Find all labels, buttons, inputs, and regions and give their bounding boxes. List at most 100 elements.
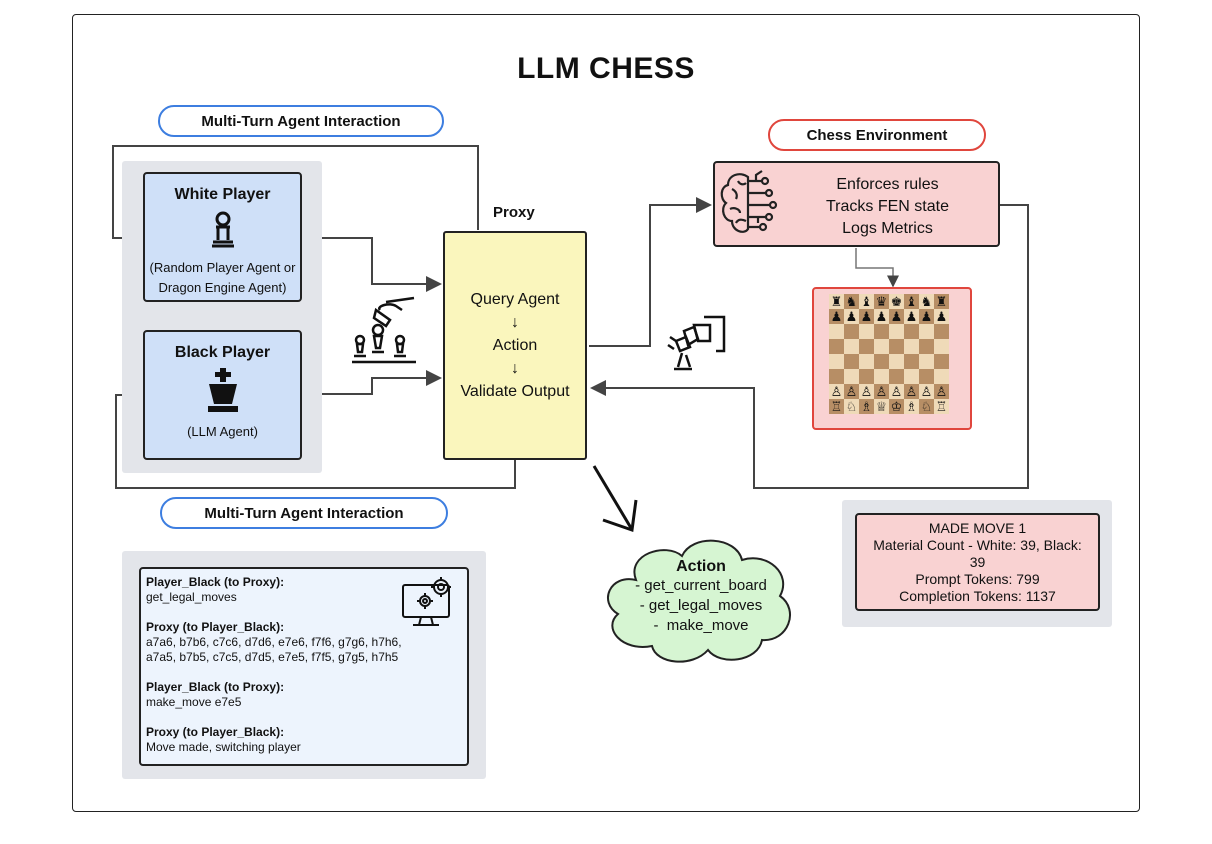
board-square: ♛ (874, 294, 889, 309)
action-get-current-board: - get_current_board (635, 577, 767, 594)
board-square: ♙ (859, 384, 874, 399)
env-to-proxy-connector (590, 204, 1029, 489)
board-square (934, 369, 949, 384)
log-entry: Player_Black (to Proxy):get_legal_moves (146, 575, 467, 605)
black-player-box: Black Player (LLM Agent) (143, 330, 302, 460)
multi-turn-label-top: Multi-Turn Agent Interaction (158, 105, 444, 137)
white-to-proxy-connector (302, 237, 442, 292)
board-square (919, 354, 934, 369)
multi-turn-label-bottom-text: Multi-Turn Agent Interaction (204, 504, 404, 522)
metrics-box: MADE MOVE 1 Material Count - White: 39, … (855, 513, 1100, 611)
board-square: ♖ (934, 399, 949, 414)
log-message-line: make_move e7e5 (146, 695, 242, 709)
board-square: ♗ (904, 399, 919, 414)
proxy-to-env-connector (589, 197, 712, 347)
board-square: ♔ (889, 399, 904, 414)
board-square: ♟ (934, 309, 949, 324)
log-entry: Player_Black (to Proxy):make_move e7e5 (146, 680, 467, 710)
brain-circuit-icon (718, 167, 780, 243)
board-square: ♘ (919, 399, 934, 414)
board-square (934, 324, 949, 339)
board-square (844, 324, 859, 339)
board-square: ♙ (904, 384, 919, 399)
hand-capturing-piece-icon (664, 311, 728, 375)
board-square: ♖ (829, 399, 844, 414)
log-entry: Proxy (to Player_Black):a7a6, b7b6, c7c6… (146, 620, 467, 665)
black-to-proxy-connector (302, 370, 442, 395)
board-square: ♞ (844, 294, 859, 309)
board-square: ♟ (874, 309, 889, 324)
board-square: ♙ (874, 384, 889, 399)
board-square (904, 339, 919, 354)
board-square (844, 339, 859, 354)
log-speaker: Player_Black (to Proxy): (146, 680, 285, 694)
action-title: Action (676, 558, 726, 575)
board-square (829, 324, 844, 339)
board-square (889, 369, 904, 384)
board-square (859, 369, 874, 384)
chess-board: ♜♞♝♛♚♝♞♜♟♟♟♟♟♟♟♟♙♙♙♙♙♙♙♙♖♘♗♕♔♗♘♖ (829, 294, 949, 414)
diagram-title: LLM CHESS (517, 52, 695, 85)
board-square (859, 339, 874, 354)
board-square (889, 324, 904, 339)
board-square: ♙ (844, 384, 859, 399)
environment-box: Enforces rules Tracks FEN state Logs Met… (713, 161, 1000, 247)
board-square: ♙ (889, 384, 904, 399)
board-square: ♘ (844, 399, 859, 414)
metrics-material-count: Material Count - White: 39, Black: (873, 537, 1082, 553)
board-square (934, 339, 949, 354)
action-make-move: - make_move (653, 617, 749, 634)
board-square (904, 324, 919, 339)
board-square (874, 324, 889, 339)
metrics-prompt-tokens: Prompt Tokens: 799 (915, 571, 1040, 587)
board-square: ♗ (859, 399, 874, 414)
board-square (859, 354, 874, 369)
board-square (874, 354, 889, 369)
white-player-desc-2: Dragon Engine Agent) (158, 280, 287, 295)
metrics-made-move: MADE MOVE 1 (928, 520, 1027, 536)
hand-moving-pawn-icon (350, 296, 420, 366)
log-message-line: get_legal_moves (146, 590, 237, 604)
proxy-box: Query Agent ↓ Action ↓ Validate Output (443, 231, 587, 460)
board-square: ♟ (889, 309, 904, 324)
board-square: ♜ (829, 294, 844, 309)
black-player-desc: (LLM Agent) (187, 424, 258, 439)
board-square (829, 339, 844, 354)
multi-turn-label-bottom: Multi-Turn Agent Interaction (160, 497, 448, 529)
proxy-step-action: Action (492, 337, 538, 354)
board-square: ♙ (919, 384, 934, 399)
board-square (904, 354, 919, 369)
log-speaker: Proxy (to Player_Black): (146, 620, 285, 634)
action-get-legal-moves: - get_legal_moves (639, 597, 763, 614)
board-square: ♟ (829, 309, 844, 324)
board-square (919, 324, 934, 339)
board-square (829, 354, 844, 369)
log-message-line: a7a6, b7b6, c7c6, d7d6, e7e6, f7f6, g7g6… (146, 635, 402, 649)
action-list: Action - get_current_board - get_legal_m… (596, 558, 806, 636)
board-square: ♚ (889, 294, 904, 309)
log-entry: Proxy (to Player_Black):Move made, switc… (146, 725, 467, 755)
board-square: ♝ (904, 294, 919, 309)
action-cloud (607, 539, 791, 663)
board-square (874, 369, 889, 384)
board-square: ♙ (934, 384, 949, 399)
board-square: ♟ (919, 309, 934, 324)
log-speaker: Player_Black (to Proxy): (146, 575, 285, 589)
proxy-to-action-arrow (592, 465, 633, 529)
board-square (859, 324, 874, 339)
env-to-board-connector (855, 248, 899, 288)
metrics-material-count-cont: 39 (969, 554, 986, 570)
chess-board-panel: ♜♞♝♛♚♝♞♜♟♟♟♟♟♟♟♟♙♙♙♙♙♙♙♙♖♘♗♕♔♗♘♖ (812, 287, 972, 430)
env-rule-enforces-rules: Enforces rules (836, 176, 939, 193)
board-square (829, 369, 844, 384)
computer-gears-icon (401, 573, 457, 629)
chess-king-icon (201, 366, 245, 414)
multi-turn-label-top-text: Multi-Turn Agent Interaction (201, 112, 401, 130)
board-square: ♜ (934, 294, 949, 309)
proxy-arrow-1: ↓ (511, 314, 519, 331)
white-player-desc-1: (Random Player Agent or (149, 260, 296, 275)
board-square: ♟ (904, 309, 919, 324)
proxy-step-query-agent: Query Agent (470, 291, 560, 308)
